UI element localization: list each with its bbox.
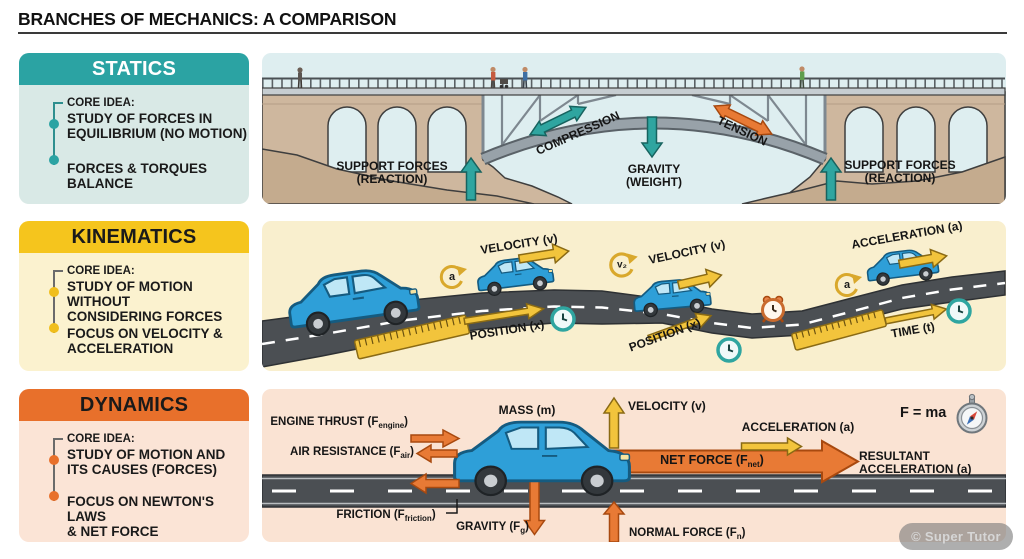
winding-road-scene: a v₂ a bbox=[262, 242, 1006, 368]
statics-bullet-2: FORCES & TORQUES BALANCE bbox=[67, 161, 208, 192]
title-underline bbox=[18, 32, 1007, 34]
bridge-scene bbox=[262, 66, 1006, 204]
friction-connector-line bbox=[446, 499, 458, 514]
svg-text:a: a bbox=[844, 279, 851, 291]
label-support-forces-right: SUPPORT FORCES (REACTION) bbox=[844, 158, 956, 186]
position-arrow bbox=[647, 312, 713, 343]
label-net-force: NET FORCE (Fnet) bbox=[660, 453, 764, 469]
page-title: BRANCHES OF MECHANICS: A COMPARISON bbox=[18, 9, 397, 29]
bracket-tick bbox=[53, 102, 63, 104]
statics-card-body: CORE IDEA: STUDY OF FORCES IN EQUILIBRIU… bbox=[19, 85, 249, 204]
label-velocity: VELOCITY (v) bbox=[628, 399, 706, 413]
terrain-left bbox=[262, 148, 535, 204]
kinematics-bullet-2: FOCUS ON VELOCITY & ACCELERATION bbox=[67, 326, 223, 357]
winding-road bbox=[262, 270, 1006, 368]
watermark-badge: © Super Tutor bbox=[899, 523, 1013, 550]
label-formula-f-ma: F = ma bbox=[900, 405, 947, 421]
bullet-dot bbox=[49, 119, 59, 129]
statics-info-card: STATICS CORE IDEA: STUDY OF FORCES IN EQ… bbox=[19, 53, 249, 204]
statics-bullet-1: STUDY OF FORCES IN EQUILIBRIUM (NO MOTIO… bbox=[67, 111, 247, 142]
dynamics-card-body: CORE IDEA: STUDY OF MOTION AND ITS CAUSE… bbox=[19, 421, 249, 542]
bridge-deck bbox=[262, 77, 1006, 96]
normal-force-arrow bbox=[602, 500, 626, 542]
label-acceleration: ACCELERATION (a) bbox=[741, 420, 855, 434]
compass-icon bbox=[956, 393, 988, 434]
forces-on-car-scene bbox=[262, 393, 1006, 542]
angular-acceleration-icon: a bbox=[834, 272, 864, 297]
acceleration-arrow bbox=[740, 436, 803, 457]
statics-header: STATICS bbox=[19, 53, 249, 85]
gravity-force-arrow bbox=[523, 479, 546, 536]
velocity-arrow bbox=[676, 268, 723, 290]
car-icon bbox=[453, 420, 631, 497]
bullet-dot bbox=[49, 287, 59, 297]
acceleration-arrow bbox=[897, 248, 949, 269]
straight-road bbox=[262, 474, 1006, 508]
label-mass: MASS (m) bbox=[498, 403, 556, 417]
bracket-line bbox=[53, 438, 55, 501]
bracket-tick bbox=[53, 270, 63, 272]
pedestrian-with-stroller-icon bbox=[490, 66, 509, 89]
pedestrian-icon bbox=[297, 67, 303, 89]
kinematics-bullet-1: STUDY OF MOTION WITHOUT CONSIDERING FORC… bbox=[67, 279, 223, 325]
kinematics-info-card: KINEMATICS CORE IDEA: STUDY OF MOTION WI… bbox=[19, 221, 249, 371]
svg-text:a: a bbox=[449, 271, 456, 283]
pedestrian-icon bbox=[799, 66, 805, 89]
bullet-dot bbox=[49, 491, 59, 501]
label-gravity-weight: GRAVITY (WEIGHT) bbox=[626, 162, 682, 190]
velocity-arrow bbox=[517, 242, 571, 265]
dynamics-header: DYNAMICS bbox=[19, 389, 249, 421]
time-arrow bbox=[884, 303, 948, 325]
position-arrow bbox=[463, 302, 546, 326]
statics-core-idea-label: CORE IDEA: bbox=[67, 97, 135, 109]
bullet-dot bbox=[49, 455, 59, 465]
tension-arrow bbox=[712, 104, 774, 136]
statics-illustration: SUPPORT FORCES (REACTION) COMPRESSION GR… bbox=[262, 53, 1006, 204]
bullet-dot bbox=[49, 323, 59, 333]
bracket-tick bbox=[53, 438, 63, 440]
dynamics-illustration: MASS (m) ENGINE THRUST (Fengine) AIR RES… bbox=[262, 389, 1006, 542]
compression-arrow bbox=[528, 105, 588, 137]
pedestrian-icon bbox=[522, 66, 528, 89]
kinematics-header: KINEMATICS bbox=[19, 221, 249, 253]
dynamics-info-card: DYNAMICS CORE IDEA: STUDY OF MOTION AND … bbox=[19, 389, 249, 542]
engine-thrust-arrow bbox=[410, 428, 461, 449]
support-force-arrow-left bbox=[459, 156, 483, 201]
label-resultant-acceleration: RESULTANT ACCELERATION (a) bbox=[859, 449, 972, 477]
label-gravity-force: GRAVITY (Fg) bbox=[456, 521, 529, 535]
label-friction: FRICTION (Ffriction) bbox=[336, 509, 436, 523]
bracket-line bbox=[53, 102, 55, 165]
dynamics-bullet-1: STUDY OF MOTION AND ITS CAUSES (FORCES) bbox=[67, 447, 226, 478]
bullet-dot bbox=[49, 155, 59, 165]
label-air-resistance: AIR RESISTANCE (Fair) bbox=[290, 446, 414, 460]
kinematics-illustration: a v₂ a VELOCITY (v) POSITION (x bbox=[262, 221, 1006, 371]
dynamics-bullet-2: FOCUS ON NEWTON'S LAWS & NET FORCE bbox=[67, 494, 214, 540]
alarm-clock-icon bbox=[761, 295, 785, 323]
support-force-arrow-right bbox=[819, 156, 843, 201]
label-engine-thrust: ENGINE THRUST (Fengine) bbox=[270, 416, 408, 430]
bracket-line bbox=[53, 270, 55, 333]
label-normal-force: NORMAL FORCE (Fn) bbox=[629, 527, 746, 541]
velocity2-icon: v₂ bbox=[609, 251, 640, 278]
svg-text:v₂: v₂ bbox=[617, 260, 627, 271]
air-resistance-arrow bbox=[415, 443, 458, 464]
friction-arrow bbox=[409, 472, 460, 495]
label-support-forces-left: SUPPORT FORCES (REACTION) bbox=[336, 159, 448, 187]
angular-acceleration-icon: a bbox=[439, 264, 469, 289]
dynamics-core-idea-label: CORE IDEA: bbox=[67, 433, 135, 445]
clock-icon bbox=[716, 337, 742, 363]
terrain-right bbox=[741, 155, 1006, 204]
velocity-arrow bbox=[602, 396, 626, 449]
kinematics-card-body: CORE IDEA: STUDY OF MOTION WITHOUT CONSI… bbox=[19, 253, 249, 371]
kinematics-core-idea-label: CORE IDEA: bbox=[67, 265, 135, 277]
gravity-arrow bbox=[640, 116, 664, 159]
